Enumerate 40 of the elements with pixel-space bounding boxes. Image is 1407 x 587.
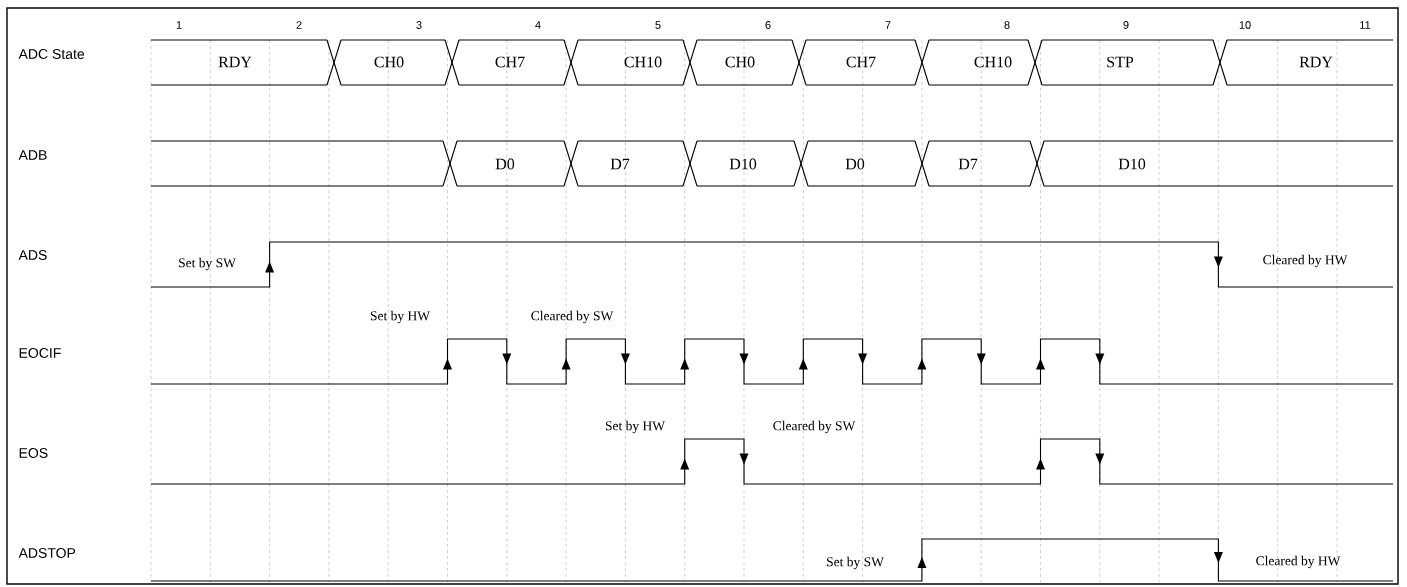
cycle-number: 6	[765, 21, 771, 29]
bus-value: CH7	[846, 56, 876, 68]
cycle-number: 1	[176, 21, 182, 29]
bus-value: D10	[729, 158, 757, 170]
cycle-number: 4	[535, 21, 541, 29]
cycle-number: 10	[1239, 21, 1251, 29]
bus-value: D0	[845, 158, 865, 170]
annotation: Set by HW	[370, 310, 430, 324]
bus-value: RDY	[1299, 56, 1333, 68]
annotation: Cleared by SW	[773, 420, 856, 434]
signal-name: EOS	[19, 448, 48, 458]
bus-value: CH0	[725, 56, 755, 68]
signal-name: ADS	[18, 250, 47, 260]
signal-name: EOCIF	[19, 348, 61, 358]
bus-value: RDY	[218, 56, 252, 68]
signal-name: ADSTOP	[18, 548, 76, 558]
cycle-number: 11	[1360, 21, 1371, 29]
annotation: Set by HW	[605, 420, 665, 434]
signal-name: ADB	[18, 150, 47, 160]
bus-value: D7	[610, 158, 630, 170]
cycle-number: 8	[1004, 21, 1010, 29]
cycle-number: 3	[416, 21, 422, 29]
annotation: Cleared by HW	[1263, 254, 1348, 268]
bus-value: CH10	[624, 56, 662, 68]
bus-value: D10	[1118, 158, 1146, 170]
cycle-number: 2	[296, 21, 302, 29]
annotation: Cleared by HW	[1256, 555, 1341, 569]
bus-value: D7	[958, 158, 978, 170]
annotation: Set by SW	[179, 257, 236, 271]
annotation: Set by SW	[827, 556, 884, 570]
bus-value: CH10	[974, 56, 1012, 68]
bus-value: D0	[495, 158, 515, 170]
cycle-number: 9	[1123, 21, 1129, 29]
bus-value: CH7	[495, 56, 525, 68]
bus-value: STP	[1107, 56, 1134, 68]
cycle-number: 7	[885, 21, 891, 29]
signal-name: ADC State	[18, 49, 85, 59]
annotation: Cleared by SW	[531, 310, 614, 324]
cycle-number: 5	[655, 21, 661, 29]
bus-value: CH0	[374, 56, 404, 68]
